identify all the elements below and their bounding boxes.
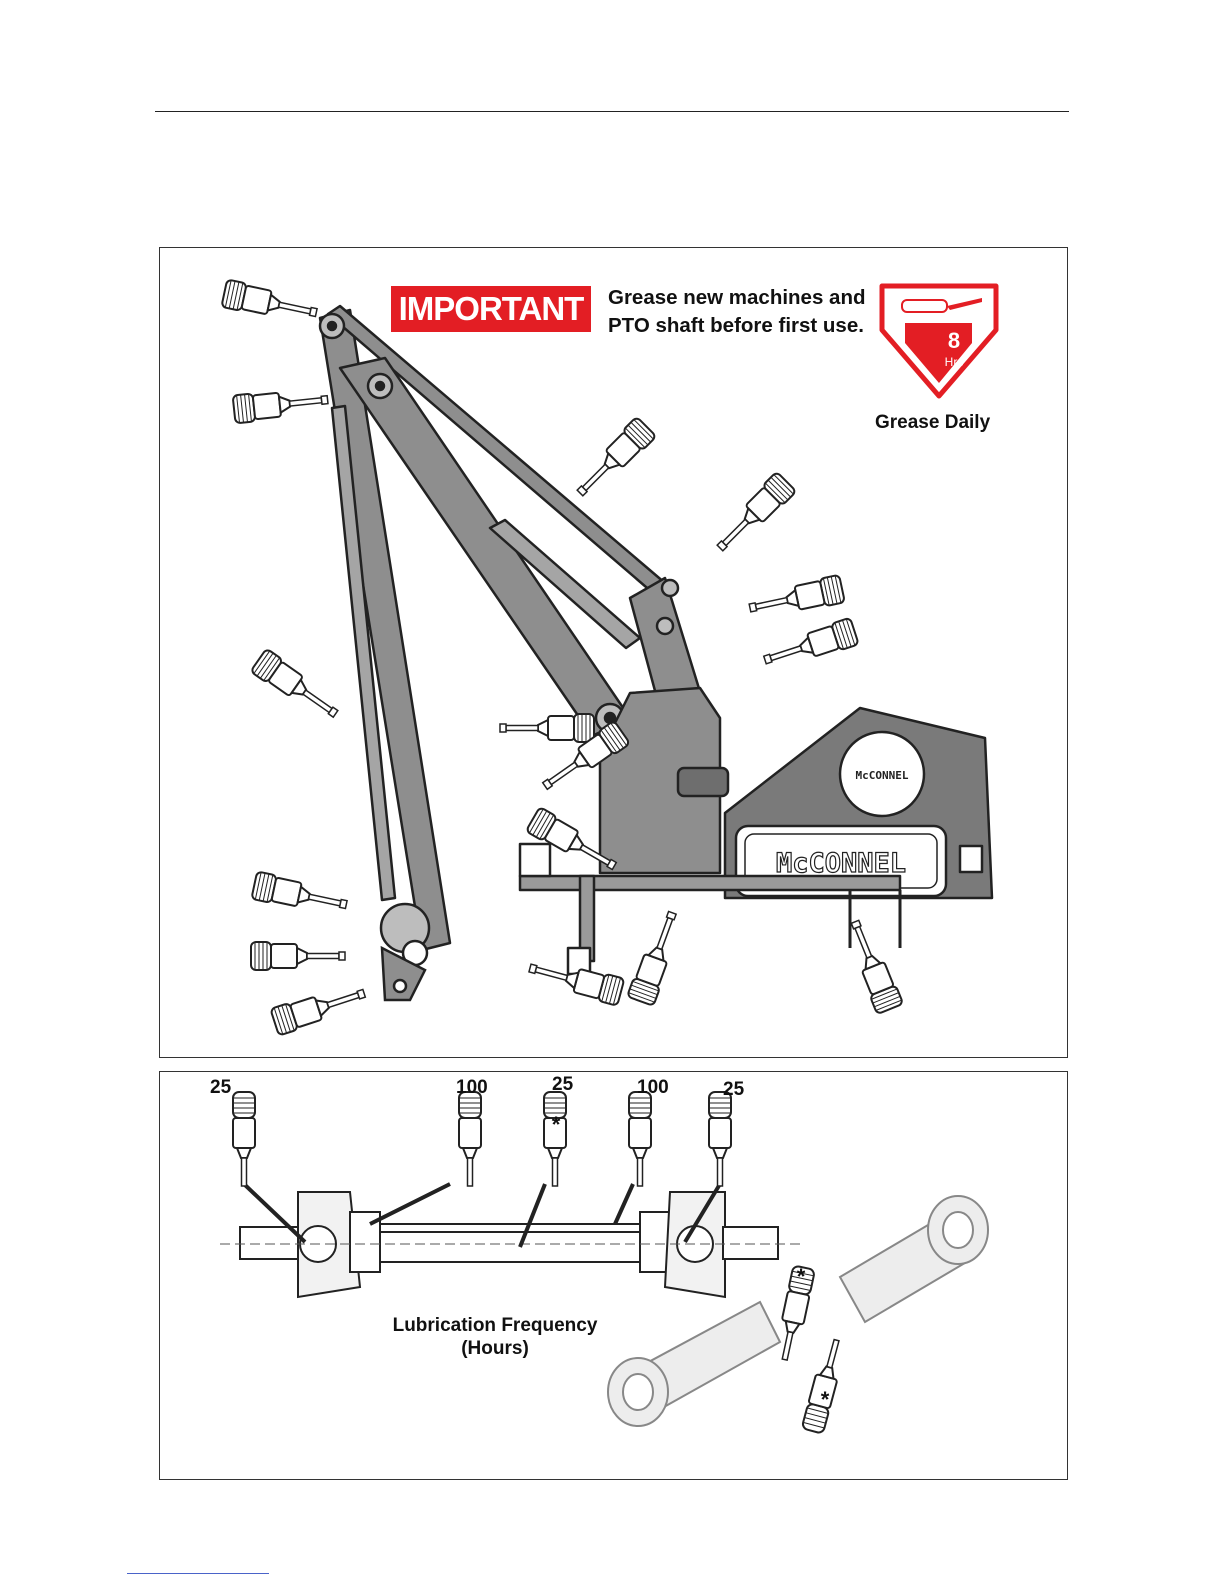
frequency-label-1: 25 <box>210 1077 231 1099</box>
footer-link-line <box>127 1573 269 1574</box>
brand-logo-plate: McCONNEL <box>776 848 906 879</box>
brand-logo-round: McCONNEL <box>856 769 909 782</box>
frequency-label-3: 25 <box>552 1074 573 1096</box>
grease-hours: 8 <box>937 328 971 354</box>
pto-illustration: * * * <box>160 1072 1067 1479</box>
pto-lubrication-panel: * * * 25 100 25 100 25 Lubrication Frequ… <box>159 1071 1068 1480</box>
frequency-label-4: 100 <box>637 1077 669 1099</box>
notice-line-2: PTO shaft before first use. <box>608 312 866 340</box>
grease-hours-unit: Hrs <box>937 355 971 369</box>
lubrication-title-line-1: Lubrication Frequency <box>385 1314 605 1337</box>
frequency-label-2: 100 <box>456 1077 488 1099</box>
important-badge: IMPORTANT <box>391 286 591 332</box>
star-marker: * <box>552 1112 561 1137</box>
machine-lubrication-panel: McCONNEL McCONNEL IMPORTANT Grease <box>159 247 1068 1058</box>
star-marker-3: * <box>821 1387 830 1412</box>
lubrication-title-line-2: (Hours) <box>385 1337 605 1360</box>
notice-line-1: Grease new machines and <box>608 284 866 312</box>
frequency-label-5: 25 <box>723 1079 744 1101</box>
important-notice: Grease new machines and PTO shaft before… <box>608 284 866 340</box>
grease-daily-caption: Grease Daily <box>875 412 990 434</box>
lubrication-frequency-title: Lubrication Frequency (Hours) <box>385 1314 605 1360</box>
header-rule <box>155 111 1069 112</box>
machine-illustration: McCONNEL McCONNEL <box>160 248 1067 1057</box>
star-marker-2: * <box>797 1264 806 1289</box>
